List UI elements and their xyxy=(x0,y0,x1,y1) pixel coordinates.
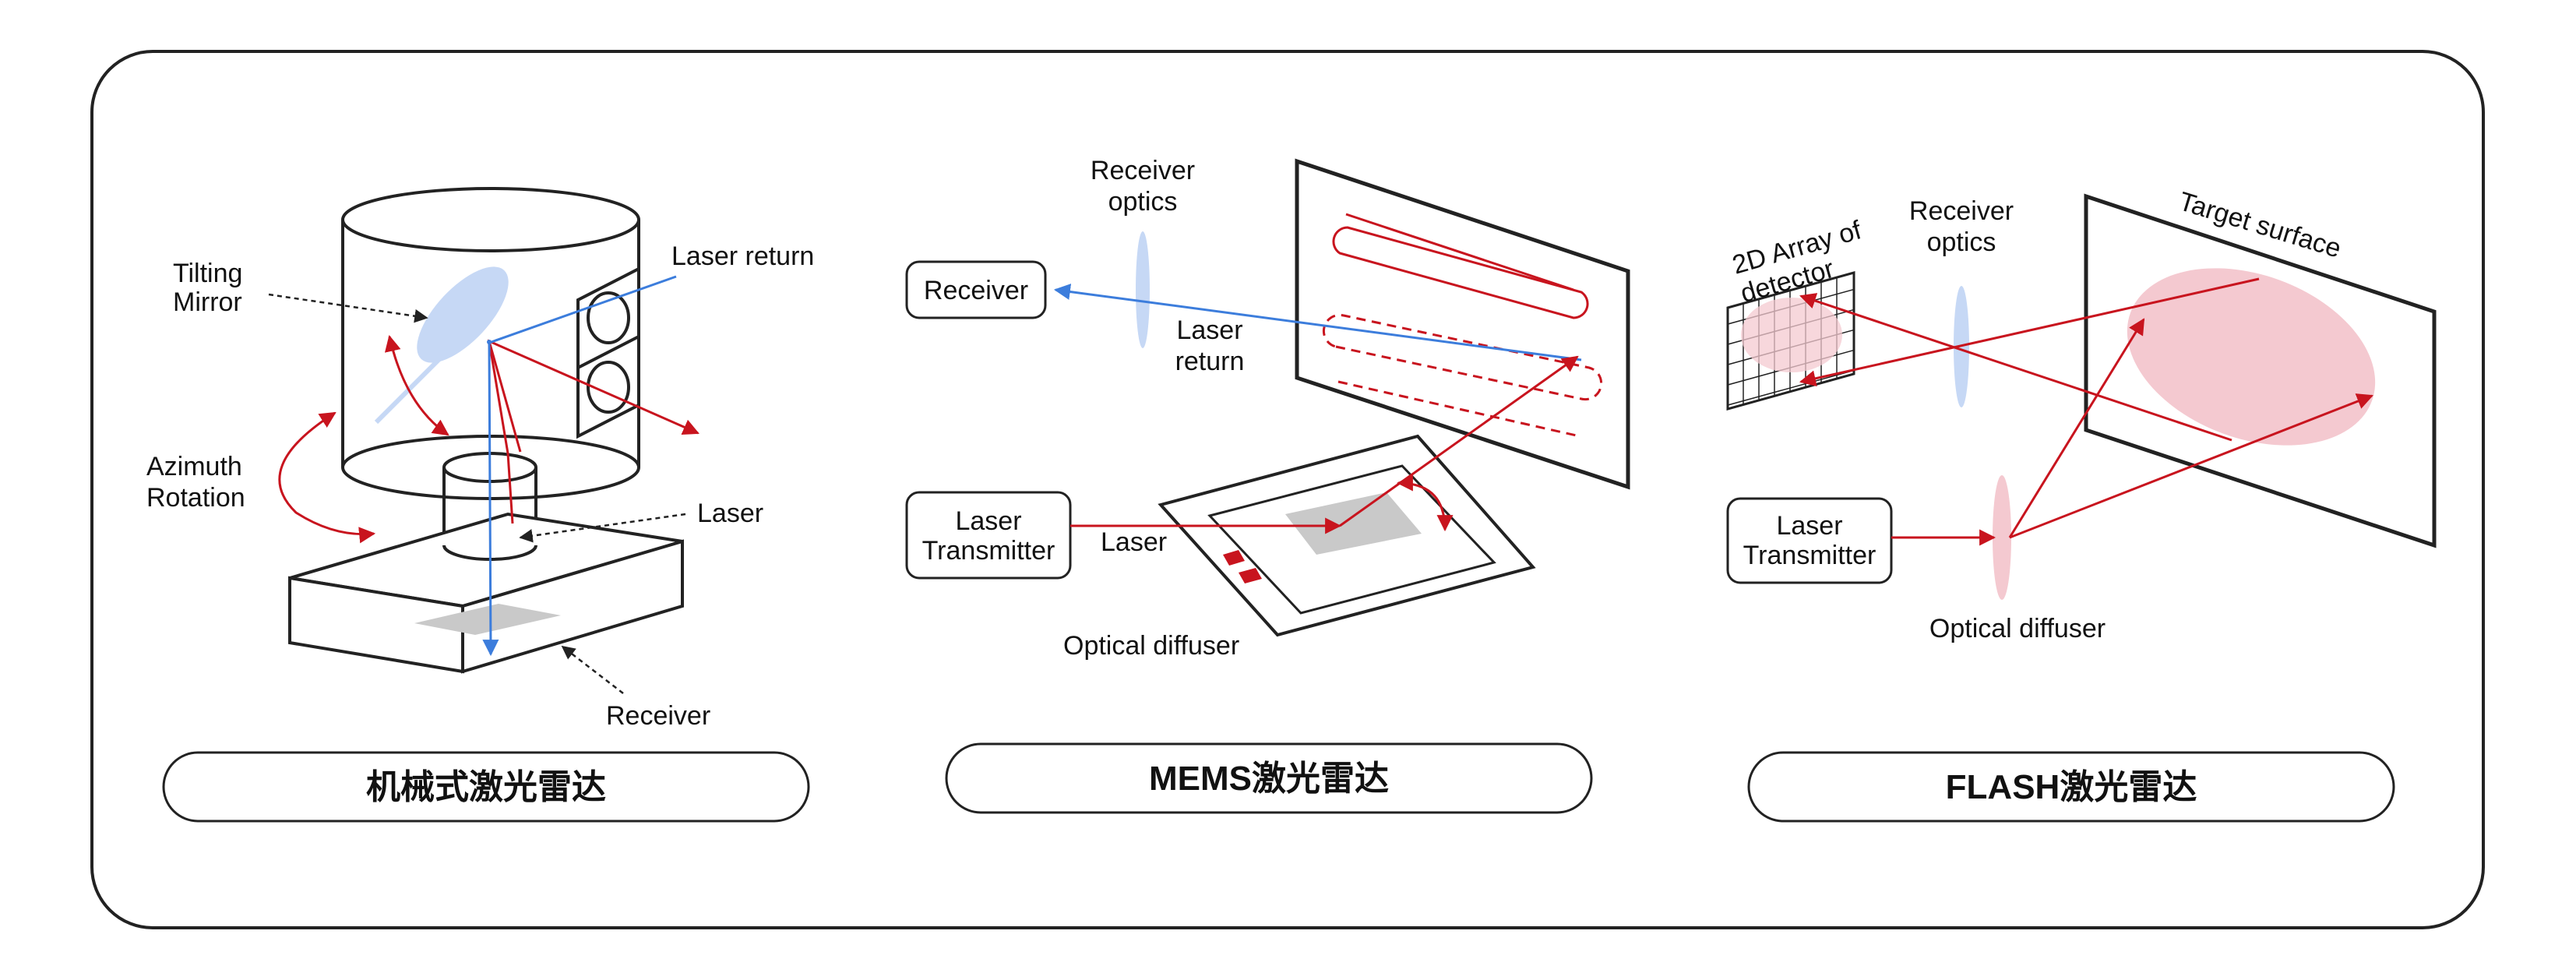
target-plate xyxy=(1295,158,1630,490)
receiver-optics-lens xyxy=(1136,231,1150,348)
laser-leader xyxy=(519,513,686,543)
mems-rotation-arrow xyxy=(1396,474,1454,532)
caption-mechanical: 机械式激光雷达 xyxy=(366,768,606,806)
scan-loop-solid xyxy=(1332,226,1589,319)
mems-mirror xyxy=(1285,492,1422,555)
caption-box-flash xyxy=(1747,751,2395,823)
laser-beam-outgoing xyxy=(488,339,700,524)
return-ray-lower xyxy=(1799,293,2232,442)
outgoing-ray-upper xyxy=(2008,318,2145,538)
caption-box-mechanical xyxy=(162,751,810,823)
laser-label: Laser xyxy=(697,499,763,528)
optical-diffuser-label-mems: Optical diffuser xyxy=(1063,631,1239,661)
laser-beam-return-out xyxy=(488,340,522,453)
outgoing-ray-lower xyxy=(2009,393,2373,539)
laser-return-beam-mems xyxy=(1053,284,1582,361)
base-box xyxy=(288,512,684,674)
laser-label-mems: Laser xyxy=(1101,527,1167,557)
scan-line-top xyxy=(1345,213,1574,291)
laser-return-label: Laser return xyxy=(671,241,814,271)
tilting-mirror-leader xyxy=(268,293,428,323)
scan-line-dashed xyxy=(1337,380,1580,438)
receiver-box xyxy=(905,260,1047,319)
optical-diffuser-lens xyxy=(1993,475,2011,600)
caption-flash: FLASH激光雷达 xyxy=(1946,768,2197,806)
outer-frame xyxy=(90,50,2485,929)
return-ray-upper xyxy=(1799,277,2260,387)
mems-pad-1 xyxy=(1223,550,1245,566)
receiver-leader xyxy=(561,645,624,694)
tilt-arrow xyxy=(384,334,449,436)
receiver-box-label: Receiver xyxy=(924,276,1028,305)
caption-mems: MEMS激光雷达 xyxy=(1149,760,1389,798)
caption-box-mems xyxy=(945,742,1593,814)
mems-pad-2 xyxy=(1239,568,1262,583)
laser-transmitter-box-flash xyxy=(1726,497,1893,584)
laser-transmitter-box xyxy=(905,491,1072,580)
optical-diffuser-label-flash: Optical diffuser xyxy=(1929,614,2106,643)
laser-beam-deflected xyxy=(1339,355,1579,527)
scan-loop-dashed xyxy=(1322,313,1603,401)
receiver-label: Receiver xyxy=(606,701,710,731)
azimuth-rotation-arrow xyxy=(278,411,376,544)
illuminated-spot xyxy=(2127,268,2376,446)
